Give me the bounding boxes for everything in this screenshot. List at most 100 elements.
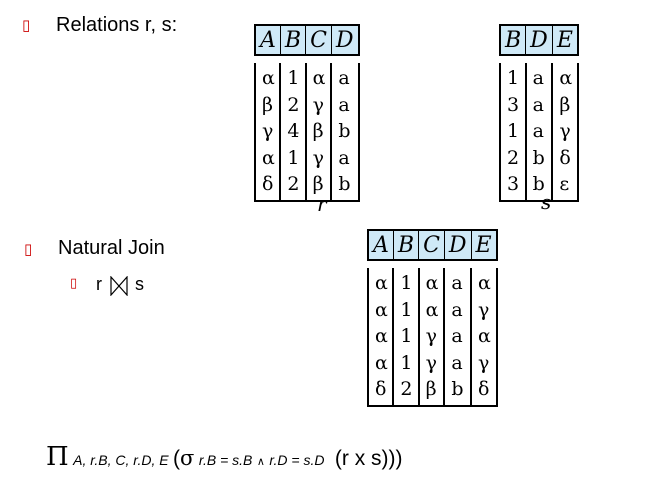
table-column: α β γ δ ε	[551, 63, 579, 202]
table-cell: δ	[262, 173, 274, 195]
table-header-cell: E	[551, 24, 579, 56]
join-expr-left: r	[96, 274, 102, 294]
table-cell: b	[338, 173, 351, 195]
table-column: 1 1 1 1 2	[392, 268, 420, 407]
projection-attributes: A, r.B, C, r.D, E	[73, 452, 169, 468]
table-cell: a	[338, 146, 350, 169]
table-cell: β	[312, 173, 324, 195]
table-cell: 1	[287, 146, 300, 169]
table-cell: 1	[400, 272, 413, 294]
table-cell: γ	[559, 120, 571, 142]
join-expr-right: s	[135, 274, 144, 294]
table-cell: β	[312, 120, 324, 142]
table-column: α γ α γ δ	[470, 268, 498, 407]
join-result-table: A B C D E α α α α δ 1 1 1 1 2 α	[366, 229, 498, 407]
table-cell: b	[532, 173, 545, 195]
table-cell: γ	[312, 93, 324, 116]
table-cell: 2	[400, 378, 413, 400]
table-cell: δ	[478, 378, 490, 400]
table-cell: α	[425, 272, 439, 294]
table-body-row: α α α α δ 1 1 1 1 2 α α γ γ β a	[366, 268, 498, 407]
table-cell: 2	[507, 146, 520, 169]
table-cell: α	[375, 351, 388, 374]
relation-s-name: s	[541, 190, 552, 214]
table-header-cell: A	[366, 229, 394, 261]
table-cell: a	[451, 272, 463, 294]
table-cell: a	[451, 351, 463, 374]
and-symbol: ∧	[256, 456, 265, 468]
table-cell: α	[425, 298, 439, 321]
table-cell: 1	[400, 325, 413, 347]
selection-condition-2: r.D = s.D	[269, 452, 325, 468]
table-cell: b	[451, 378, 464, 400]
table-cell: α	[478, 272, 491, 294]
table-cell: α	[262, 146, 275, 169]
bullet-icon: ▯	[22, 16, 31, 34]
table-cell: a	[532, 67, 544, 89]
table-cell: α	[262, 67, 275, 89]
table-header-row: A B C D	[253, 24, 360, 56]
table-cell: 1	[287, 67, 300, 89]
table-cell: β	[425, 378, 437, 400]
table-cell: α	[559, 67, 573, 89]
table-cell: 2	[287, 93, 300, 116]
table-column: α α α α δ	[366, 268, 395, 407]
selection-symbol: σ	[180, 446, 195, 470]
table-header-cell: A	[253, 24, 281, 56]
table-header-cell: C	[305, 24, 332, 56]
table-header-cell: D	[525, 24, 553, 56]
table-cell: α	[375, 298, 388, 321]
formula-open-paren: (	[173, 447, 181, 470]
table-cell: α	[375, 272, 388, 294]
table-cell: γ	[478, 351, 490, 374]
selection-condition-1: r.B = s.B	[198, 452, 253, 468]
table-cell: 1	[400, 298, 413, 321]
relations-label: Relations r, s:	[56, 14, 178, 36]
bullet-icon: ▯	[70, 276, 78, 291]
table-cell: ε	[559, 173, 570, 195]
table-header-cell: B	[499, 24, 527, 56]
table-cell: a	[532, 120, 544, 142]
table-column: 1 3 1 2 3	[499, 63, 527, 202]
table-header-cell: D	[330, 24, 360, 56]
table-column: α γ β γ β	[304, 63, 333, 202]
table-cell: 1	[507, 67, 520, 89]
table-cell: 3	[507, 173, 520, 195]
table-cell: γ	[312, 146, 324, 169]
table-cell: 4	[287, 120, 300, 142]
table-column: a a b a b	[330, 63, 360, 202]
table-column: a a a a b	[443, 268, 473, 407]
table-cell: 3	[507, 93, 520, 116]
table-header-row: B D E	[499, 24, 579, 56]
table-cell: 1	[507, 120, 520, 142]
table-cell: β	[262, 93, 273, 116]
table-cell: b	[338, 120, 351, 142]
table-cell: a	[338, 67, 350, 89]
cartesian-product-expression: (r x s)))	[334, 447, 403, 470]
table-body-row: 1 3 1 2 3 a a a b b α β γ δ ε	[499, 63, 579, 202]
table-cell: β	[559, 93, 571, 116]
relation-s-table: B D E 1 3 1 2 3 a a a b b α β	[499, 24, 579, 202]
bullet-icon: ▯	[24, 240, 33, 258]
table-cell: b	[532, 146, 545, 169]
table-cell: 2	[287, 173, 300, 195]
table-header-cell: B	[279, 24, 307, 56]
table-cell: a	[532, 93, 544, 116]
table-cell: 1	[400, 351, 413, 374]
table-header-row: A B C D E	[366, 229, 498, 261]
table-header-cell: E	[470, 229, 498, 261]
natural-join-label: Natural Join	[58, 237, 165, 259]
table-cell: α	[312, 67, 326, 89]
table-cell: a	[451, 298, 463, 321]
table-cell: γ	[425, 325, 437, 347]
table-cell: a	[338, 93, 350, 116]
table-cell: δ	[375, 378, 387, 400]
table-column: a a a b b	[524, 63, 554, 202]
table-column: α α γ γ β	[417, 268, 446, 407]
table-header-cell: B	[392, 229, 420, 261]
table-cell: γ	[425, 351, 437, 374]
table-cell: α	[375, 325, 388, 347]
table-body-row: α β γ α δ 1 2 4 1 2 α γ β γ β a	[253, 63, 360, 202]
table-cell: γ	[478, 298, 490, 321]
table-column: 1 2 4 1 2	[279, 63, 307, 202]
